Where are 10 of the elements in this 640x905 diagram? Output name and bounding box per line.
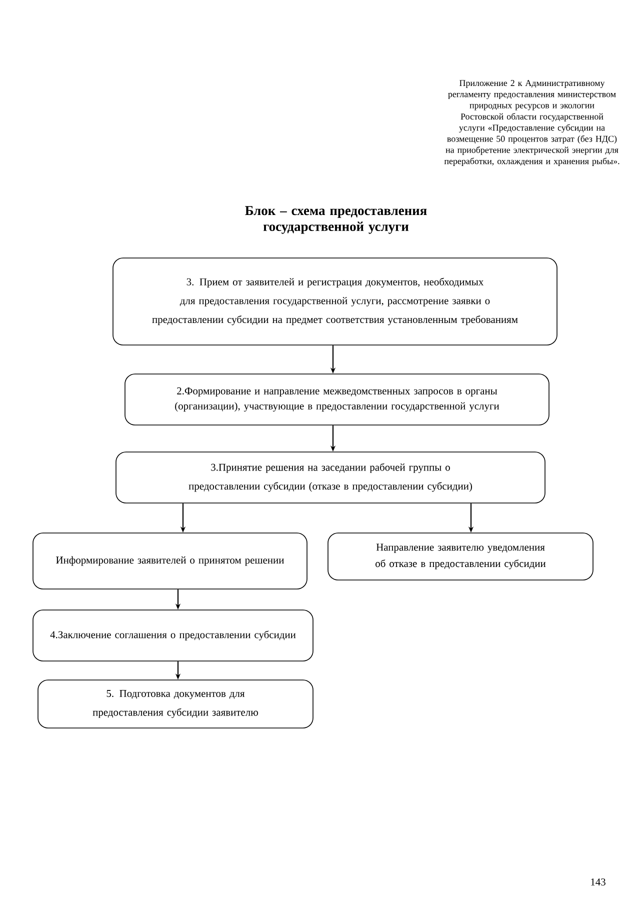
process-box: 5. Подготовка документов для предоставления субсидии заявителю	[38, 680, 314, 728]
process-box: Направление заявителю уведомления об отказе в предоставлении субсидии	[328, 532, 594, 580]
process-box: 3. Прием от заявителей и регистрация документов, необходимых для предоставления государственной услуги, рассмотрение заявки о предоставлении субсидии на предмет соответствия установленным требованиям	[112, 258, 558, 346]
process-box: 4.Заключение соглашения о предоставлении субсидии	[32, 610, 314, 662]
process-box: 3.Принятие решения на заседании рабочей группы о предоставлении субсидии (отказе в предоставлении субсидии)	[116, 452, 546, 504]
process-box: 2.Формирование и направление межведомственных запросов в органы (организации), участвующие в предоставлении государственной услуги	[124, 374, 550, 426]
process-box: Информирование заявителей о принятом решении	[32, 532, 308, 590]
title: Блок – схема предоставления государственной услуги	[245, 206, 427, 234]
appendix-note: Приложение 2 к Административному регламенту предоставления министерством природных ресурсов и экологии Ростовской области государственной услуги «Предоставление субсидии на возмещение 50 процентов затрат (без НДС) на приобретение электрической энергии для переработки, охлаждения и хранения рыбы».	[444, 80, 620, 166]
page-number: 143	[591, 878, 606, 886]
